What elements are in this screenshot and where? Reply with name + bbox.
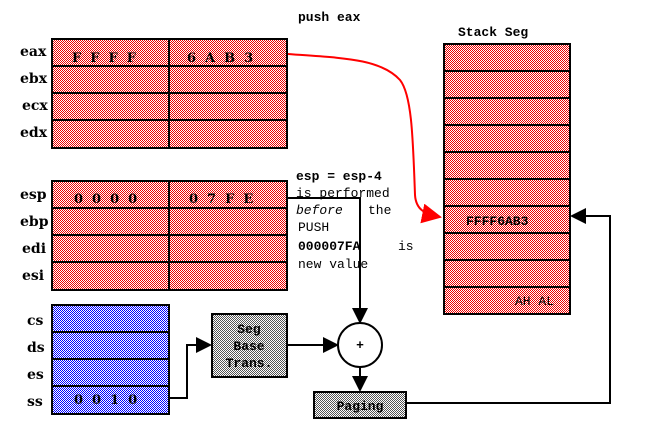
register-label-ebp: ebp (20, 214, 49, 230)
register-label-es: es (27, 367, 44, 383)
esp-note: esp = esp-4 is performed before the PUSH… (296, 169, 414, 272)
eax-high-value: FFFF (72, 51, 145, 66)
stack-bottom-label: AH AL (515, 294, 554, 309)
register-label-edx: edx (20, 125, 48, 141)
adder-symbol: + (356, 338, 364, 353)
note-line-1: esp = esp-4 (296, 169, 382, 184)
gp-register-file: eax ebx ecx edx FFFF 6AB3 (20, 38, 288, 149)
register-label-ss: ss (27, 394, 43, 410)
register-label-esp: esp (20, 187, 47, 203)
note-new-esp: 000007FA (298, 239, 361, 254)
paging-to-stack-arrow (406, 208, 611, 404)
stack-pushed-value: FFFF6AB3 (466, 214, 529, 229)
ss-value: 0010 (74, 393, 146, 408)
eax-low-value: 6AB3 (187, 51, 262, 66)
register-label-esi: esi (22, 268, 44, 284)
seg-base-line-3: Trans. (226, 356, 273, 371)
register-label-eax: eax (20, 44, 47, 60)
note-line-4: PUSH (298, 220, 329, 235)
paging-box: Paging (313, 391, 407, 419)
eax-to-stack-arrow (287, 53, 442, 224)
stack-segment: Stack Seg FFFF6AB3 AH AL (443, 25, 571, 315)
note-the: the (368, 203, 391, 218)
seg-base-line-2: Base (233, 339, 264, 354)
esp-high-value: 0000 (74, 192, 146, 207)
register-label-ecx: ecx (22, 98, 48, 114)
note-is: is (398, 239, 414, 254)
note-before: before (296, 203, 343, 218)
note-line-6: new value (298, 257, 368, 272)
seg-base-trans-box: Seg Base Trans. (211, 313, 288, 378)
register-label-edi: edi (22, 241, 46, 257)
esp-low-value: 07FE (189, 192, 262, 207)
index-register-file: esp ebp edi esi 0000 07FE (20, 180, 288, 291)
instruction-title: push eax (298, 10, 361, 25)
register-label-cs: cs (27, 313, 44, 329)
esp-to-adder-arrow (287, 197, 368, 324)
seg-base-line-1: Seg (237, 322, 261, 337)
ss-to-segbase-arrow (169, 337, 212, 399)
adder: + (337, 322, 383, 368)
register-label-ebx: ebx (20, 71, 48, 87)
register-label-ds: ds (27, 340, 45, 356)
segment-register-file: cs ds es ss 0010 (27, 304, 170, 415)
stack-title: Stack Seg (458, 25, 528, 40)
paging-label: Paging (337, 399, 384, 414)
